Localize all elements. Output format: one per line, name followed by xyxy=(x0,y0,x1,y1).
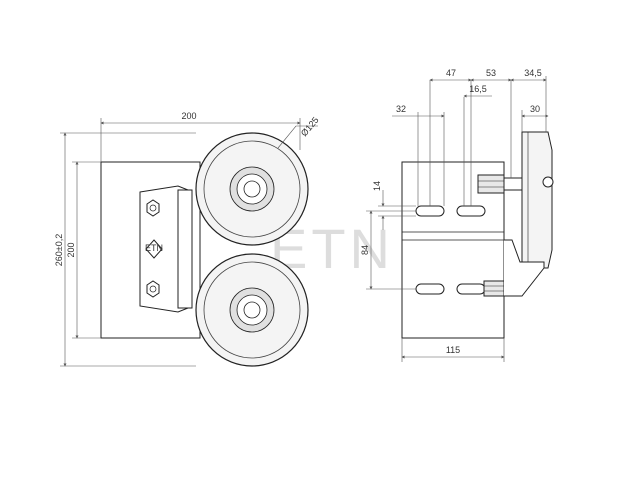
side-view: 47 53 34,5 16,5 32 30 14 84 115 xyxy=(360,68,554,362)
dim-84: 84 xyxy=(360,245,370,255)
slot-upper-right xyxy=(456,205,486,217)
dim-32: 32 xyxy=(396,104,406,114)
bracket-rail xyxy=(177,189,193,309)
wheel-side-profile xyxy=(521,131,553,269)
slot-lower-left xyxy=(415,283,445,295)
slot-upper-left xyxy=(415,205,445,217)
front-view: ETN 200 Ø125 200 xyxy=(54,111,321,367)
etn-badge: ETN xyxy=(145,239,163,259)
badge-text: ETN xyxy=(145,243,163,253)
dim-overall-height: 260±0,2 xyxy=(54,234,64,266)
dim-53: 53 xyxy=(486,68,496,78)
axle-nut-upper xyxy=(477,174,505,194)
dim-height: 200 xyxy=(66,242,76,257)
dim-wheel-diameter: Ø125 xyxy=(299,115,321,138)
dim-width: 200 xyxy=(181,111,196,121)
dim-115: 115 xyxy=(446,345,460,355)
hex-bolt-top xyxy=(146,199,160,217)
dim-30: 30 xyxy=(530,104,540,114)
axle-nut-lower xyxy=(483,280,505,297)
dim-16-5: 16,5 xyxy=(469,84,487,94)
lower-wheel xyxy=(195,253,309,367)
dim-14: 14 xyxy=(372,181,382,191)
upper-wheel xyxy=(195,132,309,246)
dim-34-5: 34,5 xyxy=(524,68,542,78)
angle-bracket xyxy=(504,239,545,297)
dim-47: 47 xyxy=(446,68,456,78)
hex-bolt-bottom xyxy=(146,280,160,298)
slot-lower-right xyxy=(456,283,486,295)
